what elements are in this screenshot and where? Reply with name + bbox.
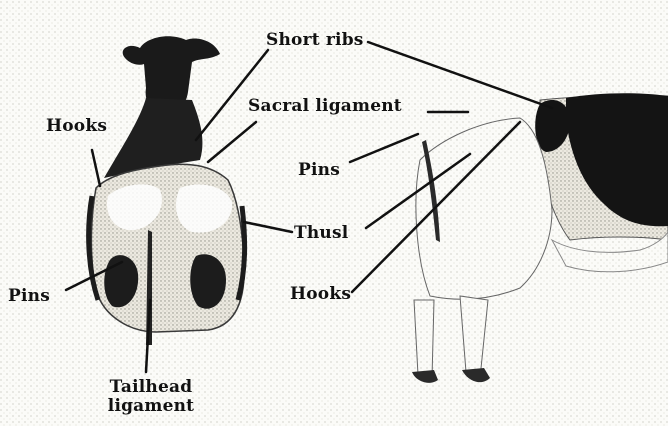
label-pins-side: Pins (298, 162, 340, 179)
label-hooks-side: Hooks (290, 286, 351, 303)
label-short-ribs: Short ribs (266, 32, 364, 49)
label-tailhead-line1: Tailhead (96, 378, 206, 397)
label-hooks-rear: Hooks (46, 118, 107, 135)
label-tailhead-line2: ligament (96, 397, 206, 416)
label-pins-rear: Pins (8, 288, 50, 305)
label-tailhead-ligament: Tailhead ligament (96, 378, 206, 416)
cow-rump (91, 164, 244, 332)
label-sacral-ligament: Sacral ligament (248, 98, 402, 115)
label-thurl: Thusl (294, 225, 348, 242)
